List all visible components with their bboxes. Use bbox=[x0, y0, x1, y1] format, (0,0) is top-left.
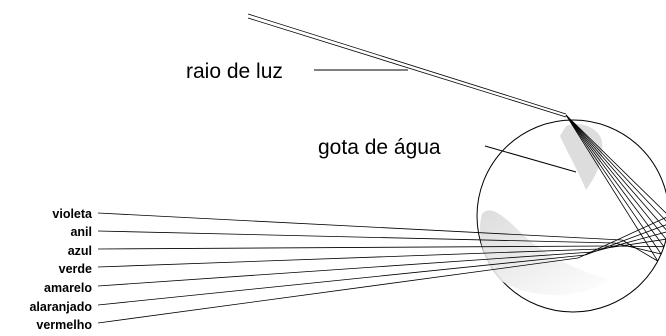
color-label-vermelho: vermelho bbox=[36, 318, 92, 332]
exit-ray-azul bbox=[97, 245, 608, 250]
dispersed-exit-rays bbox=[97, 212, 623, 324]
exit-ray-alaranjado bbox=[97, 254, 586, 306]
internal-ray-reflected-6 bbox=[577, 216, 666, 259]
internal-refracted-rays bbox=[565, 114, 666, 262]
internal-ray-in-0 bbox=[565, 114, 659, 262]
water-drop-leader-line bbox=[484, 145, 577, 173]
color-label-violeta: violeta bbox=[52, 207, 93, 221]
color-label-verde: verde bbox=[59, 262, 92, 276]
internal-ray-in-6 bbox=[565, 114, 666, 214]
internal-ray-reflected-4 bbox=[592, 231, 666, 253]
exit-ray-verde bbox=[97, 248, 601, 268]
color-label-azul: azul bbox=[68, 244, 92, 258]
droplet-lower-shading bbox=[480, 210, 610, 295]
color-labels: violeta anil azul verde amarelo alaranja… bbox=[29, 207, 93, 332]
water-droplet bbox=[476, 119, 666, 313]
color-label-alaranjado: alaranjado bbox=[29, 300, 92, 314]
internal-ray-reflected-0 bbox=[621, 239, 659, 262]
internal-ray-in-1 bbox=[565, 114, 662, 255]
internal-ray-reflected-1 bbox=[614, 242, 662, 255]
internal-ray-in-3 bbox=[565, 114, 666, 240]
internal-ray-reflected-5 bbox=[585, 224, 666, 256]
internal-ray-in-5 bbox=[565, 114, 666, 222]
exit-ray-anil bbox=[97, 230, 615, 244]
color-label-anil: anil bbox=[70, 225, 92, 239]
light-ray-label: raio de luz bbox=[186, 60, 283, 83]
exit-ray-vermelho bbox=[97, 257, 579, 324]
water-drop-label: gota de água bbox=[318, 136, 441, 159]
internal-ray-in-2 bbox=[565, 114, 665, 247]
internal-ray-in-4 bbox=[565, 114, 666, 231]
exit-ray-amarelo bbox=[97, 251, 593, 287]
incoming-light-ray bbox=[247, 13, 567, 118]
exit-ray-violeta bbox=[97, 212, 623, 241]
color-label-amarelo: amarelo bbox=[44, 281, 92, 295]
